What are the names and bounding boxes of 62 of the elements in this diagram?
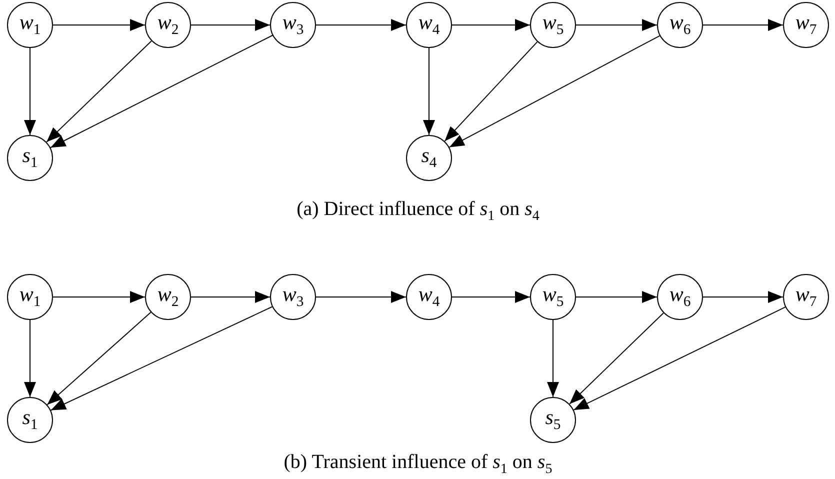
node-label: s$_{5}$ <box>545 407 561 433</box>
arrow <box>448 35 660 148</box>
arrow <box>576 19 658 31</box>
caption: (a) Direct influence of s$_{1}$ on s$_{4}$ <box>296 198 540 225</box>
node-label: w$_{3}$ <box>282 12 304 38</box>
caption: (b) Transient influence of s$_{1}$ on s$_{5}$ <box>284 451 552 478</box>
node-circle <box>530 397 576 443</box>
node-label: w$_{7}$ <box>795 12 817 38</box>
node-label: w$_{7}$ <box>795 284 817 310</box>
node-circle <box>7 274 53 320</box>
arrow <box>423 48 435 136</box>
node-label: w$_{3}$ <box>282 284 304 310</box>
node-label: w$_{2}$ <box>157 12 179 38</box>
node-circle <box>530 274 576 320</box>
node-label: w$_{1}$ <box>19 12 41 38</box>
node-circle <box>657 274 703 320</box>
node-circle <box>270 274 316 320</box>
node-circle <box>406 2 452 48</box>
arrow <box>50 306 273 411</box>
arrow <box>24 320 36 398</box>
node-label: w$_{5}$ <box>542 284 564 310</box>
arrow <box>547 320 559 398</box>
arrow <box>452 291 530 303</box>
node-circle <box>145 2 191 48</box>
node-label: w$_{6}$ <box>669 284 691 310</box>
node-label: s$_{1}$ <box>22 145 38 171</box>
arrow <box>190 19 270 31</box>
node-label: w$_{5}$ <box>542 12 564 38</box>
arrow <box>569 312 664 404</box>
arrow <box>702 19 784 31</box>
node-circle <box>530 2 576 48</box>
node-circle <box>7 2 53 48</box>
node-circle <box>783 274 829 320</box>
arrow <box>50 34 273 148</box>
node-label: s$_{1}$ <box>22 407 38 433</box>
node-circle <box>145 274 191 320</box>
arrow <box>46 40 152 143</box>
node-circle <box>7 397 53 443</box>
arrow <box>24 48 36 136</box>
node-label: w$_{1}$ <box>19 284 41 310</box>
arrow <box>576 291 658 303</box>
arrow <box>52 291 146 303</box>
arrow <box>46 312 152 406</box>
arrow <box>444 41 538 142</box>
node-circle <box>406 274 452 320</box>
arrow <box>316 19 406 31</box>
arrow <box>452 19 530 31</box>
arrow <box>316 291 406 303</box>
node-label: w$_{4}$ <box>418 284 440 310</box>
arrow <box>573 306 786 410</box>
node-label: s$_{4}$ <box>421 145 437 171</box>
node-label: w$_{4}$ <box>418 12 440 38</box>
node-circle <box>270 2 316 48</box>
arrow <box>702 291 784 303</box>
node-circle <box>783 2 829 48</box>
arrow <box>190 291 270 303</box>
node-label: w$_{6}$ <box>669 12 691 38</box>
node-circle <box>406 135 452 181</box>
node-label: w$_{2}$ <box>157 284 179 310</box>
node-circle <box>657 2 703 48</box>
arrow <box>52 19 146 31</box>
node-circle <box>7 135 53 181</box>
